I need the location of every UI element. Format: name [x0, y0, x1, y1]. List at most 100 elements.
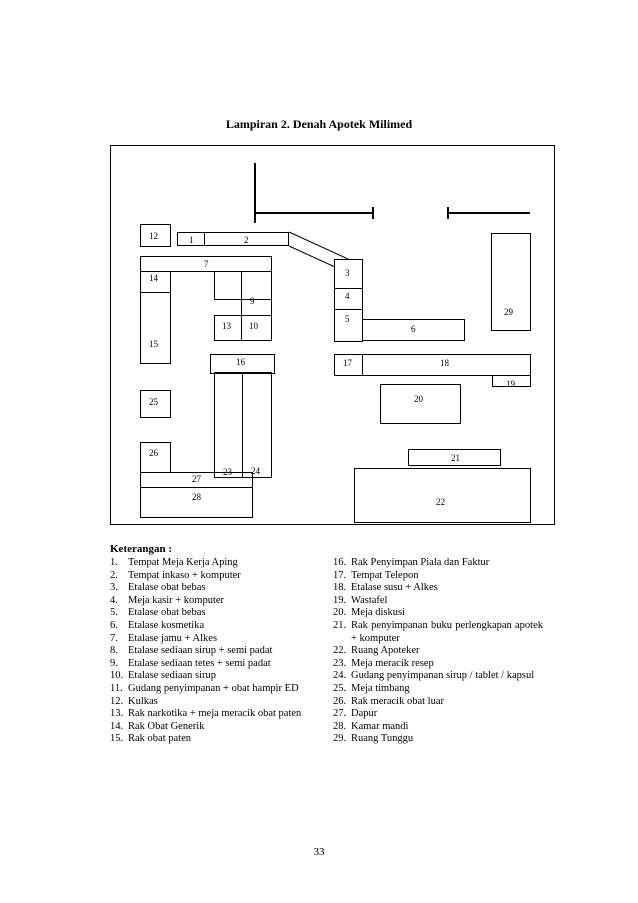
area-19: 19: [492, 375, 531, 387]
legend-text: Wastafel: [351, 594, 388, 606]
area-2: [204, 232, 289, 246]
legend-number: 9.: [110, 657, 118, 669]
area-28: [140, 487, 253, 518]
legend-item: 12.Kulkas: [110, 696, 310, 709]
label-4: 4: [345, 291, 350, 301]
area-22: [354, 468, 531, 523]
legend-item: 8.Etalase sediaan sirup + semi padat: [110, 645, 310, 658]
floor-plan: 12 1 2 7 14 15 9 13 10 16 23 24 25 26 27…: [110, 145, 555, 525]
legend-item: 10.Etalase sediaan sirup: [110, 670, 310, 683]
legend-text: Etalase obat bebas: [128, 582, 206, 594]
legend-text: Rak Penyimpan Piala dan Faktur: [351, 557, 490, 568]
wall-entrance-left: [254, 212, 374, 214]
legend-number: 13.: [110, 708, 124, 720]
legend-item: 4.Meja kasir + komputer: [110, 595, 310, 608]
legend-item: 19.Wastafel: [333, 595, 543, 608]
legend-text: Dapur: [351, 708, 378, 720]
wall-vertical: [254, 163, 256, 223]
legend-item: 7. Etalase jamu + Alkes: [110, 633, 310, 646]
label-21: 21: [451, 453, 460, 463]
wall-entrance-right-end: [447, 207, 449, 219]
legend-item: 25. Meja timbang: [333, 683, 543, 696]
legend-item: 18. Etalase susu + Alkes: [333, 582, 543, 595]
label-10: 10: [249, 321, 258, 331]
label-6: 6: [411, 324, 416, 334]
legend-number: 10.: [110, 670, 124, 682]
legend-item: 21.Rak penyimpanan buku perlengkapan apo…: [333, 620, 543, 645]
legend-number: 18.: [333, 582, 347, 594]
legend-text: Ruang Tunggu: [351, 733, 414, 745]
legend-text: Meja diskusi: [351, 607, 405, 619]
area-25: [140, 390, 171, 418]
area-unlabeled-left: [214, 271, 242, 300]
legend-text: Meja kasir + komputer: [128, 594, 225, 606]
legend-text: Gudang penyimpanan + obat hampir ED: [128, 682, 299, 694]
legend-item: 2.Tempat inkaso + komputer: [110, 570, 310, 583]
area-9: [241, 299, 272, 316]
legend-number: 26.: [333, 695, 347, 707]
legend-item: 17.Tempat Telepon: [333, 570, 543, 583]
page-number: 33: [313, 846, 325, 858]
legend-text: Etalase susu + Alkes: [351, 582, 438, 594]
legend-number: 20.: [333, 607, 347, 619]
legend-text: Meja timbang: [351, 682, 410, 694]
area-7: [140, 256, 272, 272]
label-2: 2: [244, 235, 249, 245]
area-6: [362, 319, 465, 341]
label-5: 5: [345, 314, 350, 324]
legend-number: 25.: [333, 682, 347, 694]
label-3: 3: [345, 268, 350, 278]
legend-number: 24.: [333, 670, 347, 682]
legend-text: Etalase kosmetika: [128, 619, 205, 631]
legend-number: 23.: [333, 657, 347, 669]
legend-item: 27.Dapur: [333, 708, 543, 721]
wall-entrance-left-end: [372, 207, 374, 219]
legend-item: 3. Etalase obat bebas: [110, 582, 310, 595]
label-1: 1: [189, 235, 194, 245]
label-29: 29: [504, 307, 513, 317]
legend-item: 5.Etalase obat bebas: [110, 607, 310, 620]
legend-text: Kulkas: [128, 695, 158, 707]
legend-number: 1.: [110, 557, 118, 568]
legend-item: 29.Ruang Tunggu: [333, 733, 543, 746]
legend-number: 5.: [110, 607, 118, 619]
legend-item: 24.Gudang penyimpanan sirup / tablet / k…: [333, 670, 543, 683]
area-24: [242, 372, 272, 478]
label-26: 26: [149, 448, 158, 458]
legend-item: 1.Tempat Meja Kerja Aping: [110, 557, 310, 570]
legend-left-column: 1.Tempat Meja Kerja Aping 2.Tempat inkas…: [110, 557, 310, 746]
page-title: Lampiran 2. Denah Apotek Milimed: [225, 117, 413, 131]
legend-item: 13.Rak narkotika + meja meracik obat pat…: [110, 708, 310, 721]
legend-item: 16. Rak Penyimpan Piala dan Faktur: [333, 557, 543, 570]
legend-number: 3.: [110, 582, 118, 594]
legend-number: 11.: [110, 682, 123, 694]
legend-number: 7.: [110, 632, 118, 644]
legend-text: Kamar mandi: [351, 720, 409, 732]
legend-text: Rak obat paten: [128, 733, 191, 745]
legend-number: 22.: [333, 645, 347, 657]
legend-text: Tempat inkaso + komputer: [128, 569, 241, 581]
legend-item: 6.Etalase kosmetika: [110, 620, 310, 633]
label-13: 13: [222, 321, 231, 331]
legend-item: 15. Rak obat paten: [110, 733, 310, 746]
legend-number: 15.: [110, 733, 124, 745]
legend-heading: Keterangan :: [110, 543, 173, 555]
label-17: 17: [343, 358, 352, 368]
area-23: [214, 372, 243, 478]
legend-text: Etalase jamu + Alkes: [128, 632, 218, 644]
legend-item: 14.Rak Obat Generik: [110, 721, 310, 734]
label-18: 18: [440, 358, 449, 368]
area-15: [140, 292, 171, 364]
legend-item: 9. Etalase sediaan tetes + semi padat: [110, 658, 310, 671]
label-15: 15: [149, 339, 158, 349]
legend-text: Etalase sediaan tetes + semi padat: [128, 657, 271, 669]
legend-item: 20. Meja diskusi: [333, 607, 543, 620]
label-19: 19: [506, 379, 515, 387]
legend-right-column: 16. Rak Penyimpan Piala dan Faktur 17.Tem…: [333, 557, 543, 746]
legend-item: 22.Ruang Apoteker: [333, 645, 543, 658]
label-27: 27: [192, 474, 201, 484]
legend-number: 16.: [333, 557, 347, 568]
area-18: [362, 354, 531, 376]
legend-text: Meja meracik resep: [351, 657, 434, 669]
legend-number: 8.: [110, 645, 118, 657]
